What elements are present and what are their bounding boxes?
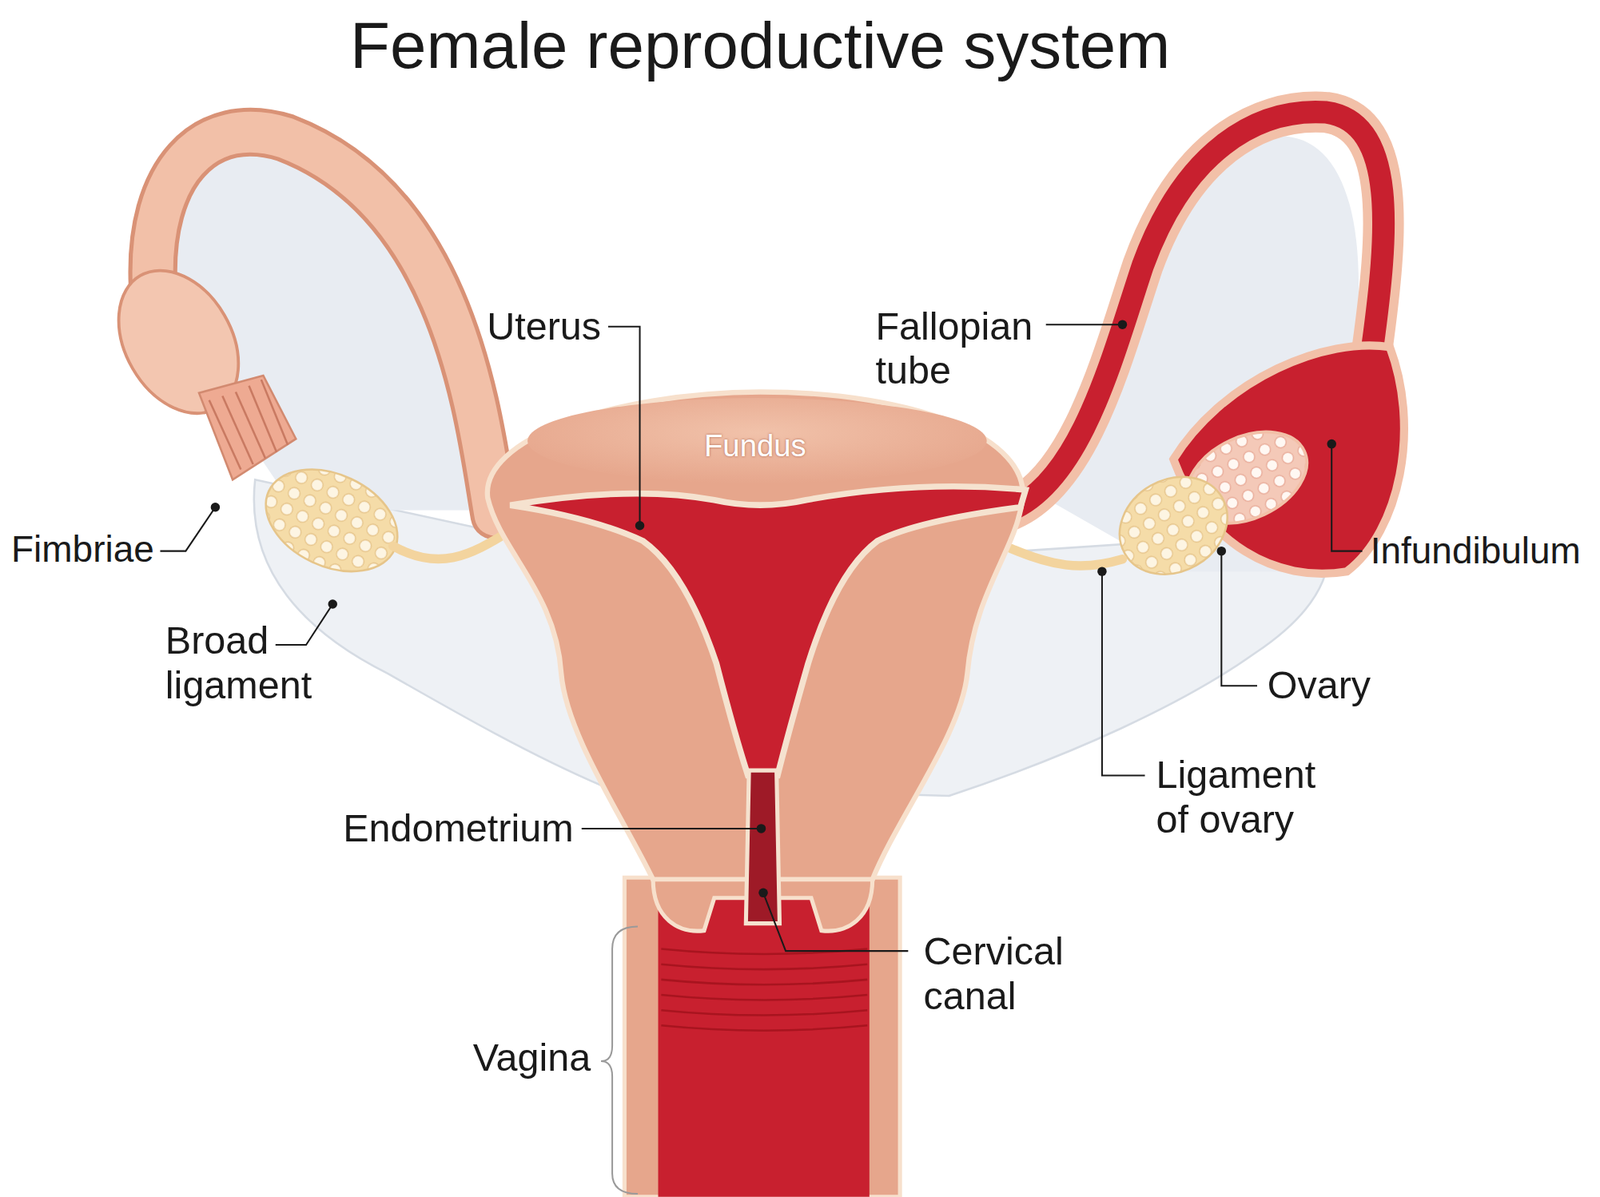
region-label: Fundus bbox=[704, 428, 807, 464]
title: Female reproductive system bbox=[350, 6, 1171, 85]
part-label: Infundibulum bbox=[1370, 529, 1581, 573]
left-fimbriae bbox=[199, 375, 296, 480]
right-ovary-ligament bbox=[1005, 545, 1123, 566]
vaginal-rugae bbox=[660, 949, 868, 1031]
left-ovary bbox=[249, 449, 414, 593]
leader-lines bbox=[159, 324, 1362, 952]
part-label: Uterus bbox=[486, 304, 601, 350]
vagina-bracket bbox=[600, 926, 638, 1195]
fimbriae-lines bbox=[209, 379, 288, 470]
part-label: Ligament of ovary bbox=[1156, 753, 1335, 844]
part-label: Ovary bbox=[1267, 663, 1371, 709]
cervical-canal-shape bbox=[745, 770, 780, 924]
endometrium-cavity bbox=[509, 486, 1026, 777]
part-label: Endometrium bbox=[342, 806, 574, 852]
left-ovary-ligament bbox=[393, 530, 511, 560]
right-ovary bbox=[1102, 457, 1246, 594]
part-label: Fallopian tube bbox=[875, 304, 1054, 395]
leader-dots bbox=[210, 319, 1337, 898]
part-label: Fimbriae bbox=[11, 527, 155, 570]
part-label: Vagina bbox=[473, 1035, 591, 1081]
part-label: Broad ligament bbox=[165, 618, 333, 709]
fundus-shade bbox=[527, 398, 988, 484]
part-label: Cervical canal bbox=[923, 930, 1091, 1020]
